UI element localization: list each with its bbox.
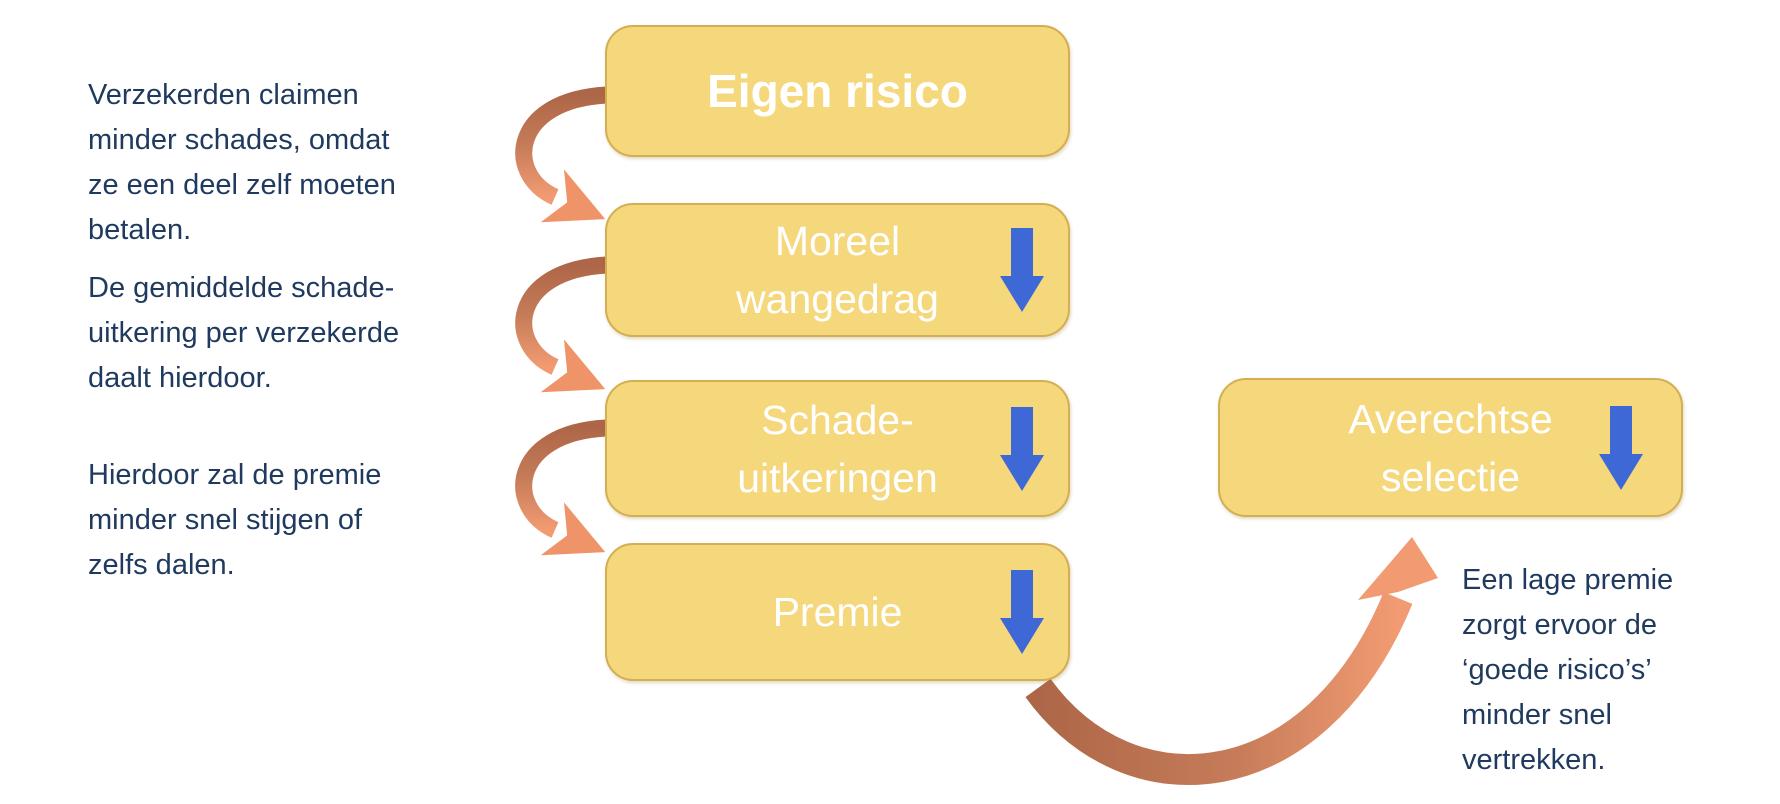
down-arrow-icon [1000,228,1044,312]
flow-arrow-premie-to-averechtse-icon [1025,592,1413,786]
down-arrow-icon [1000,570,1044,654]
down-arrow-icon [1599,405,1643,490]
flow-arrow-eigen-to-moreel-icon [515,86,608,223]
note-uitkering: De gemiddelde schade- uitkering per verz… [88,272,400,394]
down-arrow-icon [1000,406,1044,491]
box-averechtse-selectie-label: Averechtse selectie [1348,395,1553,500]
box-premie-label: Premie [772,589,903,635]
box-moreel-wangedrag-label: Moreel wangedrag [736,218,939,322]
flow-arrow-moreel-to-schade-icon [515,256,608,393]
box-schade-uitkeringen: Schade- uitkeringen [605,380,1070,517]
box-moreel-wangedrag: Moreel wangedrag [605,203,1070,337]
box-premie: Premie [605,543,1070,681]
flow-arrow-schade-to-premie-icon [515,419,607,556]
flow-arrowhead-averechtse-icon [1358,537,1438,600]
note-lage-premie: Een lage premie zorgt ervoor de ‘goede r… [1462,564,1674,776]
box-eigen-risico: Eigen risico [605,25,1070,157]
box-averechtse-selectie: Averechtse selectie [1218,378,1683,517]
box-eigen-risico-label: Eigen risico [707,65,968,117]
note-premie: Hierdoor zal de premie minder snel stijg… [88,459,382,581]
note-claimen: Verzekerden claimen minder schades, omda… [88,79,396,246]
box-schade-uitkeringen-label: Schade- uitkeringen [737,396,938,501]
